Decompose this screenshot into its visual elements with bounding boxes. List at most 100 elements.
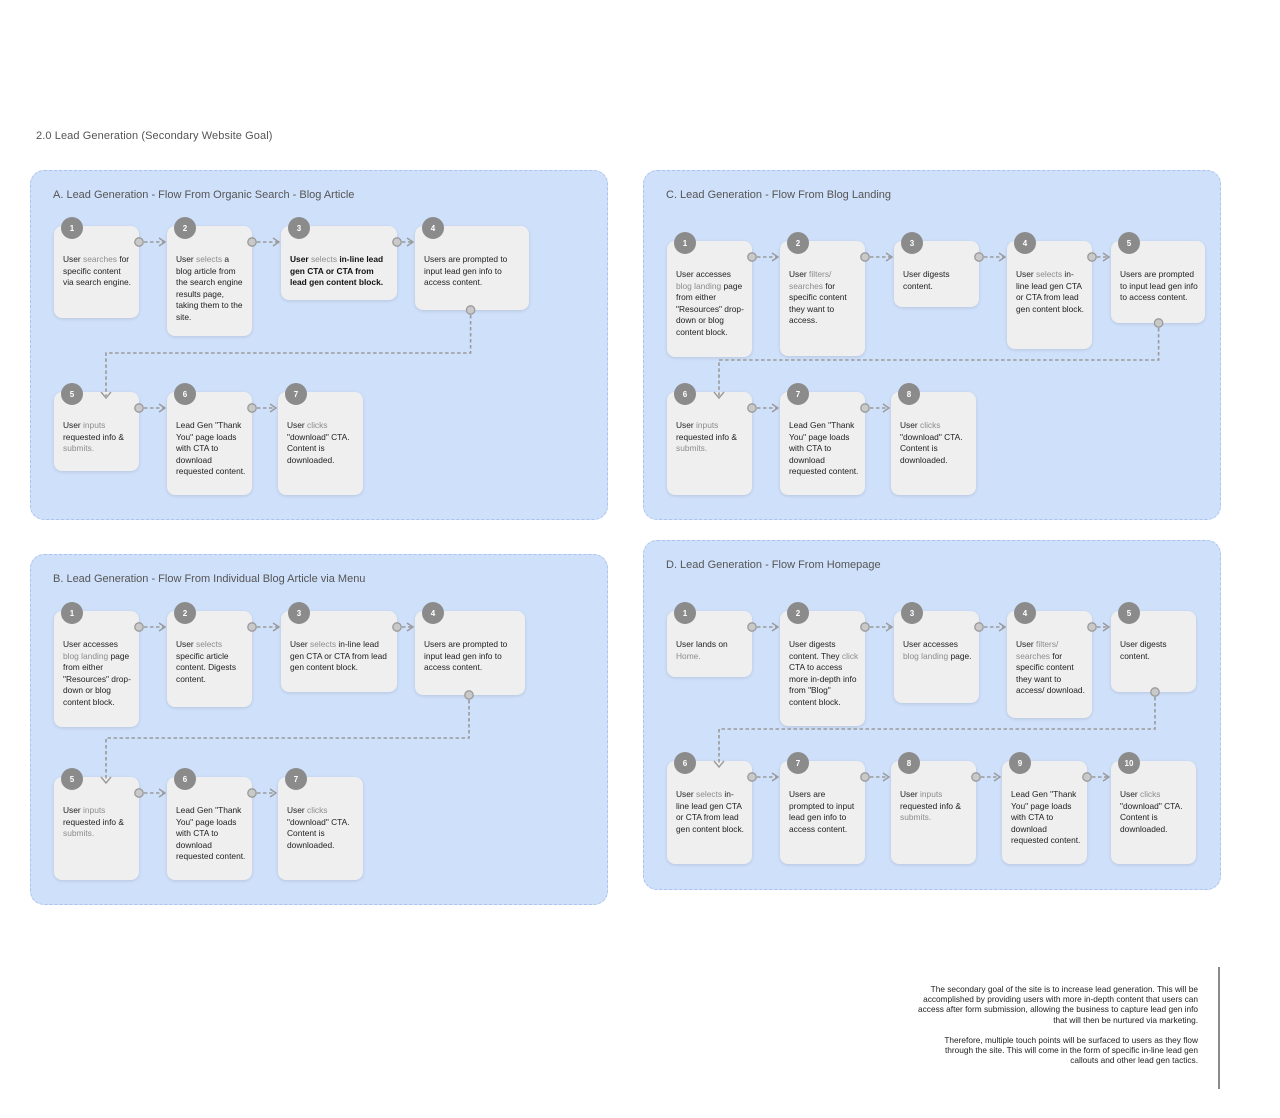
step-description: Users are prompted to input lead gen inf… — [424, 254, 523, 289]
step-description: Lead Gen "Thank You" page loads with CTA… — [1011, 789, 1081, 847]
step-number-badge: 6 — [674, 752, 696, 774]
step-text: "download" CTA. Content is downloaded. — [287, 431, 350, 465]
action-keyword: submits. — [676, 443, 708, 454]
step-text: "download" CTA. Content is downloaded. — [1120, 800, 1183, 834]
step-description: User selects in-line lead gen CTA or CTA… — [290, 254, 391, 289]
step-text: User — [63, 254, 84, 264]
step-number-badge: 8 — [898, 752, 920, 774]
step-text: requested info & — [676, 431, 737, 442]
step-description: User filters/ searches for specific cont… — [789, 269, 859, 327]
step-text: Users are prompted to input lead gen inf… — [1120, 269, 1198, 303]
step-description: Lead Gen "Thank You" page loads with CTA… — [789, 420, 859, 478]
step-number-badge: 8 — [898, 383, 920, 405]
step-text: for specific content they want to access… — [789, 280, 847, 326]
step-text: Users are prompted to input lead gen inf… — [789, 789, 855, 834]
action-keyword: selects — [196, 254, 223, 264]
note-paragraph-2: Therefore, multiple touch points will be… — [944, 1034, 1198, 1066]
step-text: page. — [948, 650, 972, 661]
panel-title: A. Lead Generation - Flow From Organic S… — [53, 189, 355, 201]
step-text: User — [676, 789, 697, 799]
step-text: Lead Gen "Thank You" page loads with CTA… — [176, 805, 246, 862]
action-keyword: selects — [1036, 269, 1063, 279]
step-text: User accesses — [676, 269, 731, 279]
step-number-badge: 4 — [422, 602, 444, 624]
step-text: for specific content via search engine. — [63, 254, 131, 288]
step-description: User selects in-line lead gen CTA or CTA… — [676, 789, 746, 835]
step-number-badge: 3 — [901, 232, 923, 254]
action-keyword: selects — [196, 639, 223, 649]
action-keyword: inputs — [83, 805, 106, 815]
step-description: User accesses blog landing page from eit… — [676, 269, 746, 339]
step-number-badge: 3 — [288, 217, 310, 239]
panel-title: C. Lead Generation - Flow From Blog Land… — [666, 189, 892, 201]
step-number-badge: 6 — [174, 383, 196, 405]
step-description: User searches for specific content via s… — [63, 254, 133, 289]
step-text: User accesses — [63, 639, 118, 649]
step-number-badge: 2 — [787, 602, 809, 624]
step-number-badge: 5 — [1118, 602, 1140, 624]
action-keyword: blog landing — [676, 280, 722, 291]
step-text: page from either "Resources" drop-down o… — [676, 280, 744, 337]
step-description: User clicks "download" CTA. Content is d… — [287, 420, 357, 466]
step-text: "download" CTA. Content is downloaded. — [900, 431, 963, 465]
step-text: User — [900, 420, 921, 430]
step-text: User accesses — [903, 639, 958, 649]
step-description: User selects in-line lead gen CTA or CTA… — [1016, 269, 1086, 315]
step-text: CTA to access more in-depth info from "B… — [789, 662, 857, 707]
action-keyword: selects — [310, 254, 338, 264]
action-keyword: Home. — [676, 650, 701, 661]
action-keyword: blog landing — [63, 650, 109, 661]
step-number-badge: 5 — [1118, 232, 1140, 254]
step-text: User — [290, 639, 311, 649]
action-keyword: clicks — [1140, 789, 1161, 799]
step-number-badge: 5 — [61, 768, 83, 790]
action-keyword: submits. — [63, 443, 95, 454]
step-number-badge: 1 — [61, 602, 83, 624]
step-text: User — [1016, 269, 1037, 279]
step-description: User accesses blog landing page. — [903, 639, 973, 662]
step-description: User selects specific article content. D… — [176, 639, 246, 685]
step-text: Lead Gen "Thank You" page loads with CTA… — [1011, 789, 1081, 846]
step-text: User — [63, 420, 84, 430]
step-description: User inputs requested info & submits. — [676, 420, 746, 455]
step-text: User lands on — [676, 639, 728, 649]
action-keyword: inputs — [83, 420, 106, 430]
step-description: Lead Gen "Thank You" page loads with CTA… — [176, 805, 246, 863]
panel-title: B. Lead Generation - Flow From Individua… — [53, 573, 366, 585]
step-number-badge: 9 — [1009, 752, 1031, 774]
step-number-badge: 7 — [285, 768, 307, 790]
step-number-badge: 3 — [901, 602, 923, 624]
step-text: in-line lead gen CTA or CTA from lead ge… — [290, 639, 387, 673]
step-text: User digests content. They — [789, 639, 842, 661]
action-keyword: clicks — [307, 420, 328, 430]
step-number-badge: 10 — [1118, 752, 1140, 774]
step-text: User — [63, 805, 84, 815]
description-note: The secondary goal of the site is to inc… — [918, 984, 1198, 1075]
step-description: User selects a blog article from the sea… — [176, 254, 246, 324]
step-description: Users are prompted to input lead gen inf… — [424, 639, 519, 674]
